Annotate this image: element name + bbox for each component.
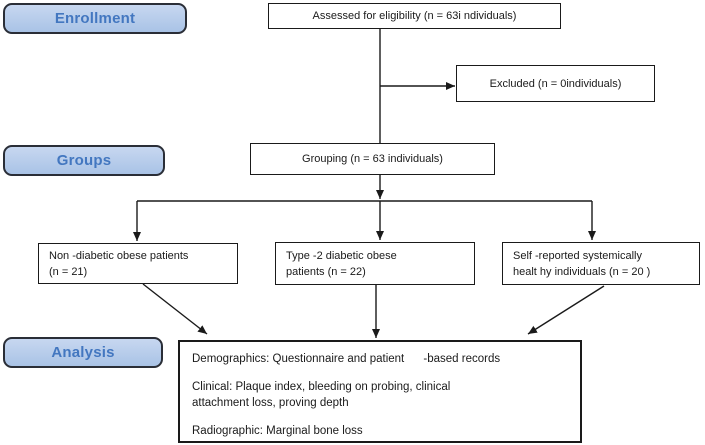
group3-line1: Self -reported systemically: [513, 249, 642, 262]
arrow-group3-to-analysis: [527, 285, 605, 335]
phase-label-enrollment-text: Enrollment: [54, 10, 136, 27]
analysis-clinical-line2: attachment loss, proving depth: [192, 397, 349, 409]
group1-text: Non -diabetic obese patients (n = 21): [49, 248, 188, 280]
box-group-type2-diabetic: Type -2 diabetic obese patients (n = 22): [275, 242, 475, 285]
box-group-non-diabetic: Non -diabetic obese patients (n = 21): [38, 243, 238, 284]
analysis-clinical: Clinical: Plaque index, bleeding on prob…: [192, 379, 568, 412]
phase-label-analysis: Analysis: [3, 337, 163, 368]
group3-text: Self -reported systemically healt hy ind…: [513, 248, 650, 280]
group1-line1: Non -diabetic obese patients: [49, 249, 189, 262]
box-excluded: Excluded (n = 0individuals): [456, 65, 655, 102]
arrow-group1-to-analysis: [142, 283, 208, 335]
group1-line2: (n = 21): [49, 265, 88, 278]
box-assessed-for-eligibility: Assessed for eligibility (n = 63i ndivid…: [268, 3, 561, 29]
assessed-text: Assessed for eligibility (n = 63i ndivid…: [312, 10, 517, 22]
phase-label-analysis-text: Analysis: [51, 344, 115, 361]
box-group-healthy: Self -reported systemically healt hy ind…: [502, 242, 700, 285]
analysis-clinical-line1: Clinical: Plaque index, bleeding on prob…: [192, 380, 451, 393]
box-grouping: Grouping (n = 63 individuals): [250, 143, 495, 175]
group2-line2: patients (n = 22): [286, 265, 366, 278]
box-analysis-outcomes: Demographics: Questionnaire and patient …: [178, 340, 582, 443]
group3-line2: healt hy individuals (n = 20 ): [513, 265, 651, 278]
phase-label-enrollment: Enrollment: [3, 3, 187, 34]
group2-line1: Type -2 diabetic obese: [286, 249, 397, 262]
group2-text: Type -2 diabetic obese patients (n = 22): [286, 248, 397, 280]
phase-label-groups: Groups: [3, 145, 165, 176]
grouping-text: Grouping (n = 63 individuals): [302, 153, 443, 165]
analysis-demographics: Demographics: Questionnaire and patient …: [192, 353, 501, 365]
excluded-text: Excluded (n = 0individuals): [489, 77, 622, 90]
phase-label-groups-text: Groups: [56, 152, 112, 169]
analysis-radiographic: Radiographic: Marginal bone loss: [192, 424, 363, 437]
